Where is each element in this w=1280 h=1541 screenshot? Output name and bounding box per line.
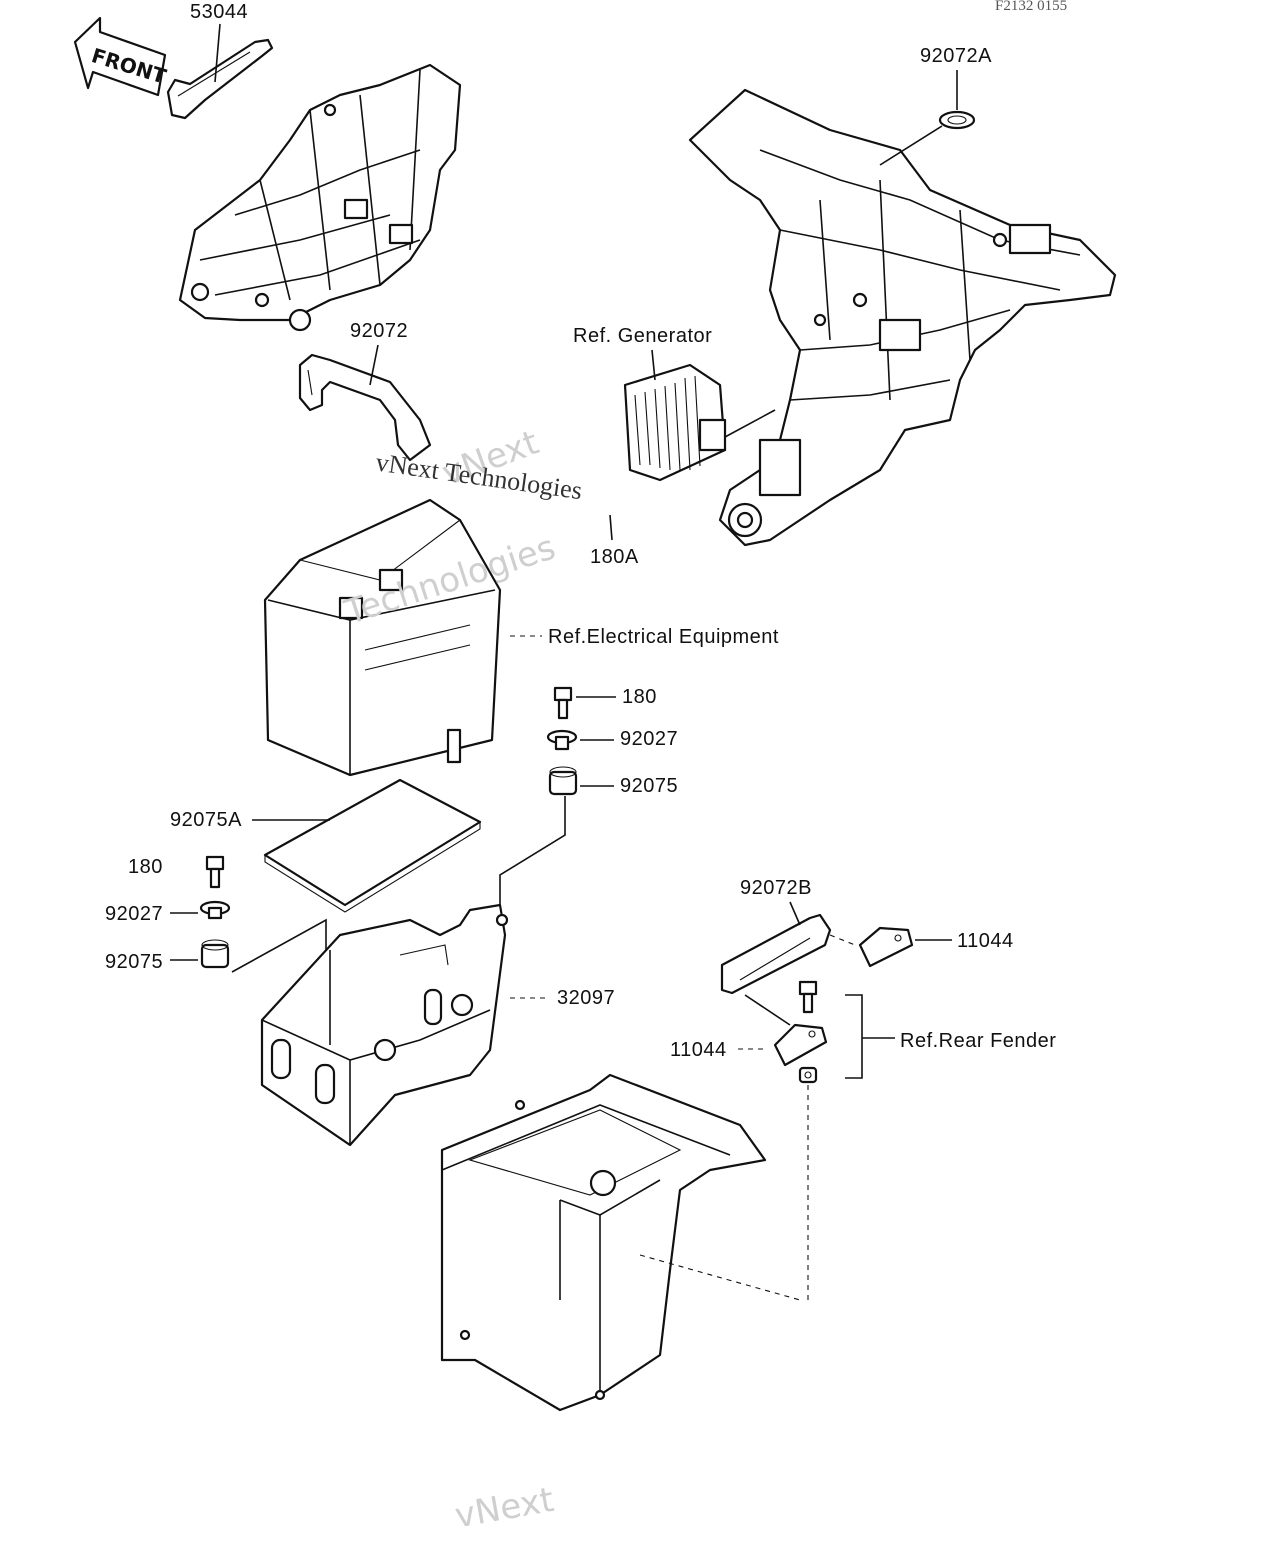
- clip-92072A: [938, 110, 976, 130]
- bracket-11044-bottom: [773, 1023, 828, 1067]
- pad-92075A: [263, 778, 482, 913]
- label-11044-top: 11044: [957, 930, 1014, 952]
- collar-92027-left: [199, 900, 231, 920]
- label-92027-right: 92027: [620, 728, 678, 750]
- label-180A: 180A: [590, 546, 639, 568]
- bolt-rear: [798, 980, 818, 1014]
- label-92072B: 92072B: [740, 877, 812, 899]
- label-32097: 32097: [557, 987, 615, 1009]
- strap-92072: [298, 353, 432, 462]
- figure-code: F2132 0155: [995, 0, 1067, 14]
- nut-rear: [798, 1066, 818, 1084]
- label-92075-right: 92075: [620, 775, 678, 797]
- label-92072: 92072: [350, 320, 408, 342]
- label-180-left: 180: [128, 856, 163, 878]
- label-ref-rear-fender: Ref.Rear Fender: [900, 1030, 1056, 1052]
- label-53044: 53044: [190, 1, 248, 23]
- label-180-right: 180: [622, 686, 657, 708]
- cable-53044: [166, 38, 274, 120]
- frame-front-section: [178, 63, 462, 332]
- leader-53044: [214, 23, 221, 83]
- label-ref-generator: Ref. Generator: [573, 325, 712, 347]
- front-arrow-icon: FRONT: [73, 16, 169, 97]
- label-ref-electrical: Ref.Electrical Equipment: [548, 626, 779, 648]
- battery: [263, 498, 502, 777]
- label-92027-left: 92027: [105, 903, 163, 925]
- watermark-bottom: vNext: [452, 1480, 557, 1536]
- label-92075A: 92075A: [170, 809, 242, 831]
- bolt-180-right: [553, 686, 573, 720]
- label-92072A: 92072A: [920, 45, 992, 67]
- battery-case-32097: [260, 903, 509, 1147]
- bracket-11044-top: [858, 926, 914, 968]
- grommet-92075-right: [548, 766, 578, 796]
- bracket-ref-rear-fender: [845, 994, 863, 1079]
- collar-92027-right: [546, 729, 578, 751]
- label-92075-left: 92075: [105, 951, 163, 973]
- frame-main-section: [688, 88, 1117, 547]
- bolt-180-left: [205, 855, 225, 889]
- leader-92072: [369, 344, 379, 386]
- rear-fender: [440, 1073, 767, 1412]
- regulator-180A: [623, 363, 727, 482]
- label-11044-bottom: 11044: [670, 1039, 727, 1061]
- grommet-92075-left: [200, 939, 230, 969]
- strap-92072B: [720, 913, 832, 995]
